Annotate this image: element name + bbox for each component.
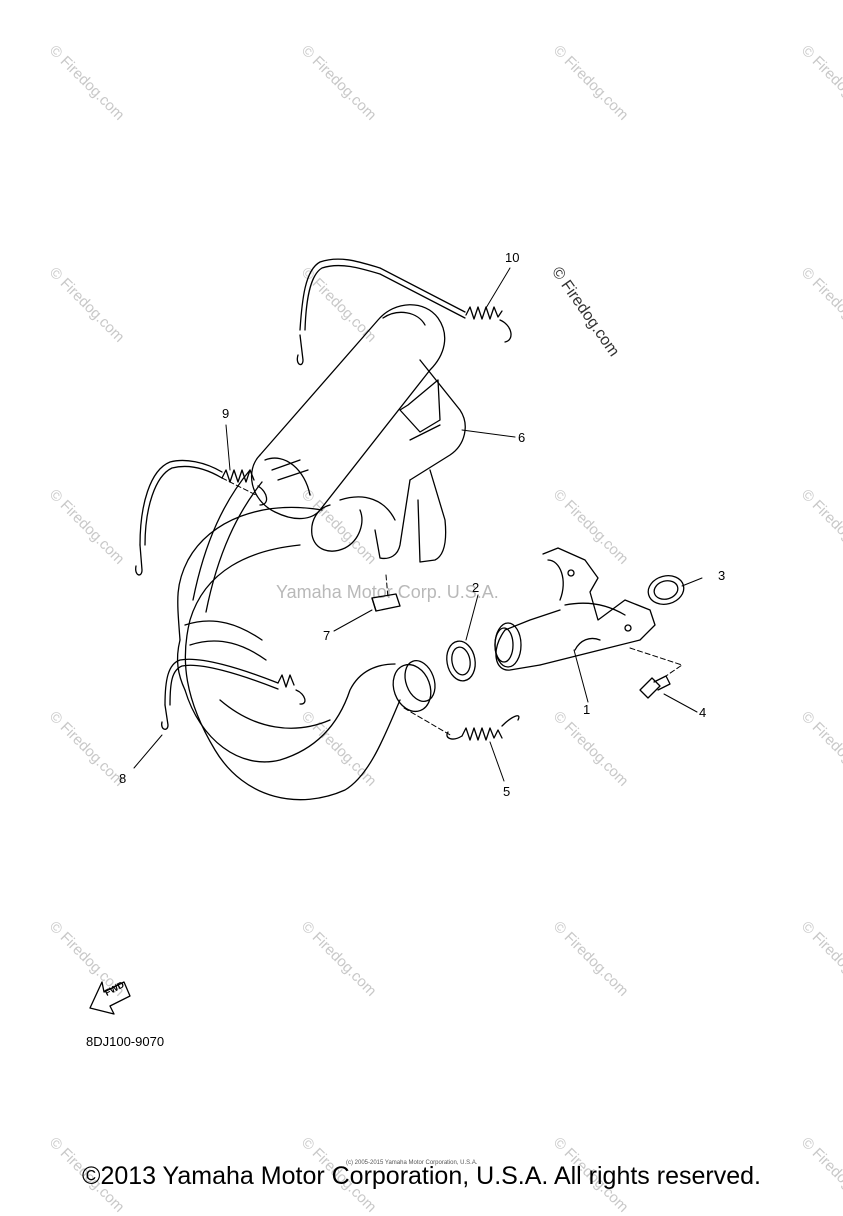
- gasket: [647, 575, 685, 605]
- diagram-code: 8DJ100-9070: [86, 1034, 165, 1049]
- spring-9: [135, 469, 268, 576]
- tiny-notice: (c) 2005-2015 Yamaha Motor Corporation, …: [346, 1160, 478, 1166]
- callout-7: 7: [323, 628, 331, 643]
- callout-5: 5: [503, 784, 511, 799]
- callout-10: 10: [505, 250, 520, 265]
- joint-pipe: [494, 547, 656, 671]
- muffler: [251, 304, 466, 563]
- spring-8: [161, 674, 306, 730]
- callout-8: 8: [119, 771, 127, 786]
- callout-2: 2: [472, 580, 480, 595]
- hook-rods: [139, 258, 466, 706]
- damper: [371, 593, 401, 612]
- exhaust-pipe: [176, 469, 436, 801]
- bolt: [639, 675, 671, 699]
- copyright-notice: ©2013 Yamaha Motor Corporation, U.S.A. A…: [82, 1162, 761, 1190]
- callout-9: 9: [222, 406, 230, 421]
- leader-lines: [133, 267, 703, 782]
- spring-10: [296, 306, 512, 366]
- spring-5: [446, 715, 520, 741]
- callout-1: 1: [583, 702, 591, 717]
- callout-3: 3: [718, 568, 726, 583]
- callout-4: 4: [699, 705, 707, 720]
- fwd-arrow-icon: [89, 981, 131, 1015]
- callout-6: 6: [518, 430, 526, 445]
- seal-ring: [446, 640, 476, 682]
